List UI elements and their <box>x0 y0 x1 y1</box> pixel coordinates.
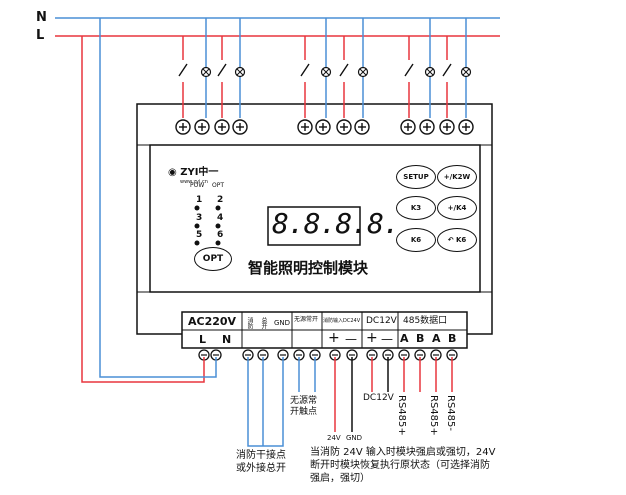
key-back[interactable]: ↶ K6 <box>437 228 477 252</box>
key-k6[interactable]: K6 <box>396 228 436 252</box>
module-title: 智能照明控制模块 <box>248 259 369 277</box>
segment-display: 8.8.8.8. <box>272 207 400 240</box>
term-n: N <box>222 333 232 346</box>
top-terminal-screw <box>214 119 230 135</box>
note-fire-text: 当消防 24V 输入时模块强启或强切，24V 断开时模块恢复执行原状态（可选择消… <box>310 447 496 484</box>
note-fire-point: 消防干接点 或外接总开 <box>236 450 286 474</box>
top-terminal-screw <box>297 119 313 135</box>
switch-icon <box>178 60 188 82</box>
top-terminal-screw <box>194 119 210 135</box>
key-k3[interactable]: K3 <box>396 196 436 220</box>
term-dc12: DC12V <box>366 316 397 326</box>
top-terminal-screw <box>315 119 331 135</box>
indicator-opt: OPT <box>212 182 225 189</box>
indicator-pow: POW <box>190 182 205 189</box>
note-rs2: RS485+ <box>428 395 439 436</box>
note-nosource: 无源常 开触点 <box>290 396 318 417</box>
bottom-terminal-screw <box>242 349 254 361</box>
note-dc12: DC12V <box>363 393 394 403</box>
term-input: 消防输入DC24V <box>323 318 361 324</box>
bottom-terminal-screw <box>257 349 269 361</box>
indicator-led <box>194 240 200 246</box>
term-a-2: A <box>432 332 441 345</box>
indicator-4: 4 <box>217 213 224 223</box>
switch-icon <box>404 60 414 82</box>
n-label: N <box>36 10 47 25</box>
key-k1[interactable]: +/K2W <box>437 165 477 189</box>
lamp-icon <box>320 66 332 78</box>
bottom-terminal-screw <box>309 349 321 361</box>
term-general: 总开 <box>260 317 267 329</box>
top-terminal-screw <box>419 119 435 135</box>
term-minus-2: — <box>381 332 393 346</box>
lamp-icon <box>460 66 472 78</box>
term-plus-1: + <box>328 330 340 346</box>
display-frame <box>267 206 361 246</box>
indicator-led <box>194 205 200 211</box>
indicator-led <box>194 223 200 229</box>
lamp-icon <box>424 66 436 78</box>
opt-key[interactable]: OPT <box>194 247 232 271</box>
term-ac: AC220V <box>188 315 237 328</box>
l-feed <box>81 36 205 383</box>
n-feed <box>99 18 217 378</box>
top-terminal-screw <box>336 119 352 135</box>
term-a-1: A <box>400 332 409 345</box>
indicator-1: 1 <box>196 195 203 205</box>
logo-sub: www.zyi.cn <box>180 179 208 185</box>
indicator-2: 2 <box>217 195 224 205</box>
logo-text: ZYI中一 <box>180 167 219 178</box>
brand-logo: ◉ ZYI中一 <box>168 168 218 178</box>
top-terminal-screw <box>439 119 455 135</box>
indicator-led <box>215 205 221 211</box>
top-terminal-screw <box>458 119 474 135</box>
term-l: L <box>199 333 207 346</box>
top-terminal-screw <box>175 119 191 135</box>
l-label: L <box>36 28 45 43</box>
top-terminal-screw <box>232 119 248 135</box>
indicator-led <box>215 240 221 246</box>
indicator-led <box>215 223 221 229</box>
term-rs485: 485数据口 <box>403 316 448 326</box>
term-nosource: 无源常开 <box>294 316 319 323</box>
key-k4[interactable]: +/K4 <box>437 196 477 220</box>
note-rs3: RS485- <box>445 395 456 431</box>
switch-icon <box>217 60 227 82</box>
lamp-icon <box>200 66 212 78</box>
logo-icon: ◉ <box>168 167 177 178</box>
switch-icon <box>300 60 310 82</box>
switch-icon <box>339 60 349 82</box>
back-icon: ↶ <box>447 236 454 244</box>
term-b-2: B <box>448 332 457 345</box>
top-terminal-screw <box>400 119 416 135</box>
lamp-icon <box>234 66 246 78</box>
term-minus-1: — <box>345 332 357 346</box>
top-terminal-screw <box>354 119 370 135</box>
lamp-icon <box>357 66 369 78</box>
indicator-6: 6 <box>217 230 224 240</box>
note-gnd: GND <box>346 434 363 442</box>
indicator-3: 3 <box>196 213 203 223</box>
key-setup[interactable]: SETUP <box>396 165 436 189</box>
term-plus-2: + <box>366 330 378 346</box>
note-rs1: RS485+ <box>396 395 407 436</box>
switch-icon <box>442 60 452 82</box>
term-gnd: GND <box>274 319 291 327</box>
note-24v: 24V <box>327 434 341 442</box>
term-b-1: B <box>416 332 425 345</box>
term-fire: 消防 <box>246 317 253 329</box>
indicator-5: 5 <box>196 230 203 240</box>
bottom-terminal-screw <box>446 349 458 361</box>
